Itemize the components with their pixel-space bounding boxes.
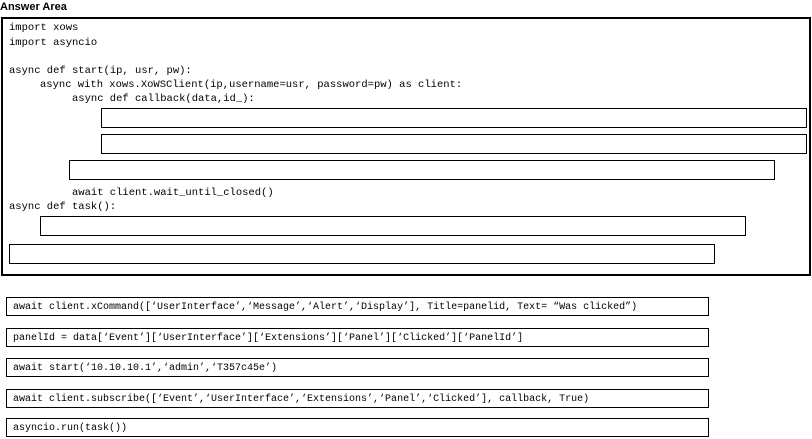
option-panelid-assignment[interactable]: panelId = data[‘Event’][‘UserInterface’]…	[6, 328, 709, 347]
answer-area-heading: Answer Area	[0, 1, 67, 13]
drop-slot-4[interactable]	[40, 216, 746, 236]
option-asyncio-run[interactable]: asyncio.run(task())	[6, 418, 709, 437]
option-xcommand-alert[interactable]: await client.xCommand([‘UserInterface’,‘…	[6, 297, 709, 316]
code-line-def-task: async def task():	[9, 201, 117, 213]
drop-slot-3[interactable]	[69, 160, 775, 180]
option-await-start[interactable]: await start(‘10.10.10.1’,‘admin’,‘T357c4…	[6, 358, 709, 377]
option-client-subscribe[interactable]: await client.subscribe([‘Event’,‘UserInt…	[6, 389, 709, 408]
code-line-import-xows: import xows	[9, 22, 79, 34]
code-line-def-start: async def start(ip, usr, pw):	[9, 65, 192, 77]
code-line-wait-until-closed: await client.wait_until_closed()	[72, 187, 274, 199]
code-line-import-asyncio: import asyncio	[9, 37, 98, 49]
code-line-async-with: async with xows.XoWSClient(ip,username=u…	[40, 79, 463, 91]
answer-area: import xows import asyncio async def sta…	[1, 17, 811, 276]
drop-slot-5[interactable]	[9, 244, 715, 264]
code-line-def-callback: async def callback(data,id_):	[72, 93, 255, 105]
drop-slot-2[interactable]	[101, 134, 807, 154]
drop-slot-1[interactable]	[101, 108, 807, 128]
